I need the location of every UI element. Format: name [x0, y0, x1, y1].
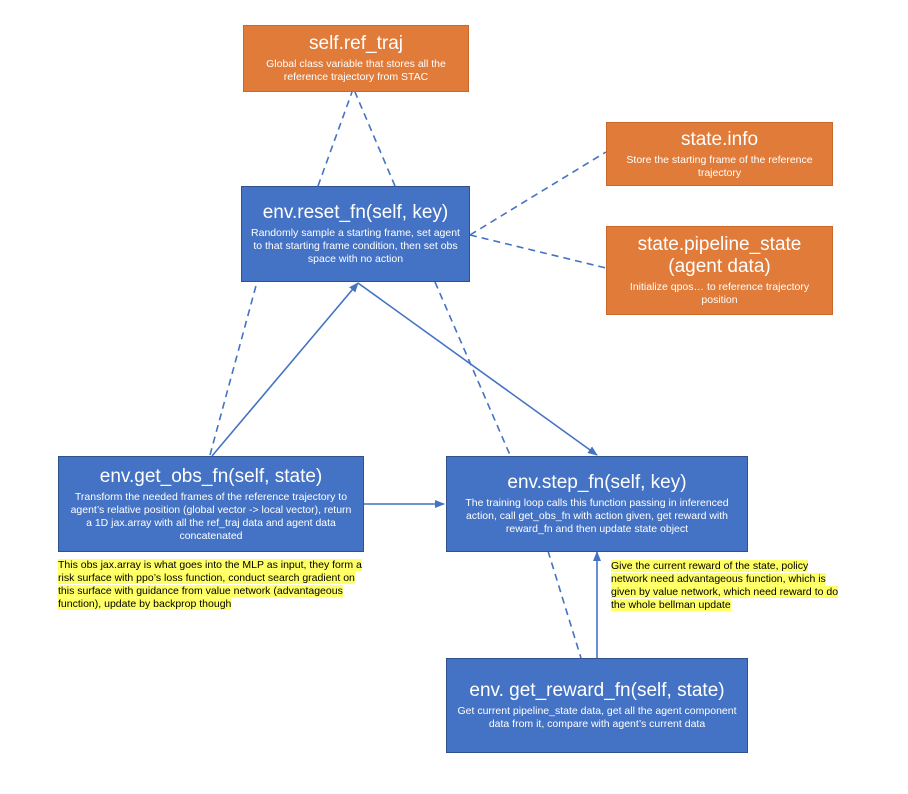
node-get-obs-fn: env.get_obs_fn(self, state) Transform th… [58, 456, 364, 552]
edge-getobs-to-reset-dashed [209, 281, 258, 456]
node-reset-fn-title: env.reset_fn(self, key) [262, 202, 449, 223]
node-get-reward-fn-desc: Get current pipeline_state data, get all… [457, 705, 737, 730]
node-get-obs-fn-desc: Transform the needed frames of the refer… [70, 490, 352, 542]
node-get-reward-fn-title: env. get_reward_fn(self, state) [469, 680, 725, 701]
node-step-fn-title: env.step_fn(self, key) [507, 472, 687, 493]
node-ref-traj-title: self.ref_traj [309, 33, 403, 54]
node-pipeline-state-title: state.pipeline_state (agent data) [637, 234, 802, 277]
node-reset-fn: env.reset_fn(self, key) Randomly sample … [241, 186, 470, 282]
node-state-info-desc: Store the starting frame of the referenc… [626, 153, 813, 179]
node-get-reward-fn: env. get_reward_fn(self, state) Get curr… [446, 658, 748, 753]
node-reset-fn-desc: Randomly sample a starting frame, set ag… [251, 227, 460, 265]
reward-note-text: Give the current reward of the state, po… [611, 560, 839, 611]
node-get-obs-fn-title: env.get_obs_fn(self, state) [99, 465, 323, 487]
node-ref-traj-desc: Global class variable that stores all th… [266, 58, 446, 83]
obs-note: This obs jax.array is what goes into the… [58, 559, 374, 611]
edge-step-to-reward-dashed [547, 550, 582, 659]
edge-reset-to-pipeline [469, 234, 607, 269]
edge-reset-to-step-dashed [434, 281, 511, 456]
node-state-info: state.info Store the starting frame of t… [606, 122, 833, 186]
edge-reset-to-reftraj-left [317, 91, 353, 187]
node-ref-traj: self.ref_traj Global class variable that… [243, 25, 469, 92]
node-pipeline-state: state.pipeline_state (agent data) Initia… [606, 226, 833, 315]
node-state-info-title: state.info [680, 128, 759, 150]
edge-reset-to-reftraj-right [354, 91, 396, 187]
arrow-reset-to-step [357, 282, 598, 456]
node-pipeline-state-desc: Initialize qpos… to reference trajectory… [629, 281, 810, 306]
obs-note-text: This obs jax.array is what goes into the… [58, 559, 362, 610]
arrow-getobs-to-reset [211, 282, 359, 457]
node-step-fn-desc: The training loop calls this function pa… [465, 497, 729, 535]
edge-reset-to-stateinfo [469, 151, 607, 236]
node-step-fn: env.step_fn(self, key) The training loop… [446, 456, 748, 552]
reward-note: Give the current reward of the state, po… [611, 560, 843, 612]
